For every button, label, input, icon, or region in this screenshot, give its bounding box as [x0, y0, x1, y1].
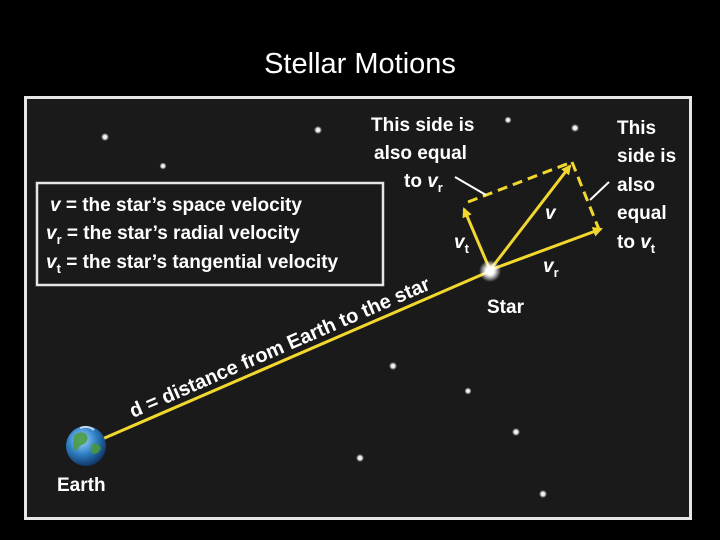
background-star [539, 490, 547, 498]
right-note-pointer [590, 182, 609, 200]
right-note-line-3: also [617, 175, 655, 196]
tangential-velocity-label: vt [454, 232, 470, 256]
earth-label: Earth [57, 475, 106, 496]
star-core [486, 267, 494, 275]
right-note-line-5: to vt [617, 232, 656, 256]
background-star [101, 133, 109, 141]
right-note-line-2: side is [617, 146, 676, 167]
distance-label: d = distance from Earth to the star [126, 273, 433, 422]
diagram-panel: v = the star’s space velocity vr = the s… [24, 96, 692, 520]
background-star [512, 428, 520, 436]
background-star [571, 124, 579, 132]
top-note-pointer [455, 177, 486, 195]
legend-line-radial-velocity: vr = the star’s radial velocity [46, 223, 300, 247]
stellar-motion-diagram: v = the star’s space velocity vr = the s… [24, 96, 692, 520]
top-note-line-3: to vr [404, 171, 443, 195]
legend-line-space-velocity: v = the star’s space velocity [50, 195, 302, 216]
top-note-line-1: This side is [371, 115, 474, 136]
slide-title: Stellar Motions [0, 48, 720, 81]
right-note-line-1: This [617, 118, 656, 139]
dashed-side-right [572, 162, 600, 232]
star-label: Star [487, 297, 525, 318]
space-velocity-label: v [545, 203, 557, 224]
top-note-line-2: also equal [374, 143, 467, 164]
background-star [505, 117, 512, 124]
background-star [160, 163, 167, 170]
background-star [389, 362, 397, 370]
right-note-line-4: equal [617, 203, 667, 224]
earth-icon [66, 426, 106, 466]
distance-line [100, 272, 488, 440]
background-star [314, 126, 322, 134]
background-star [356, 454, 364, 462]
legend-line-tangential-velocity: vt = the star’s tangential velocity [46, 252, 339, 276]
radial-velocity-label: vr [543, 256, 559, 280]
background-star [465, 388, 472, 395]
